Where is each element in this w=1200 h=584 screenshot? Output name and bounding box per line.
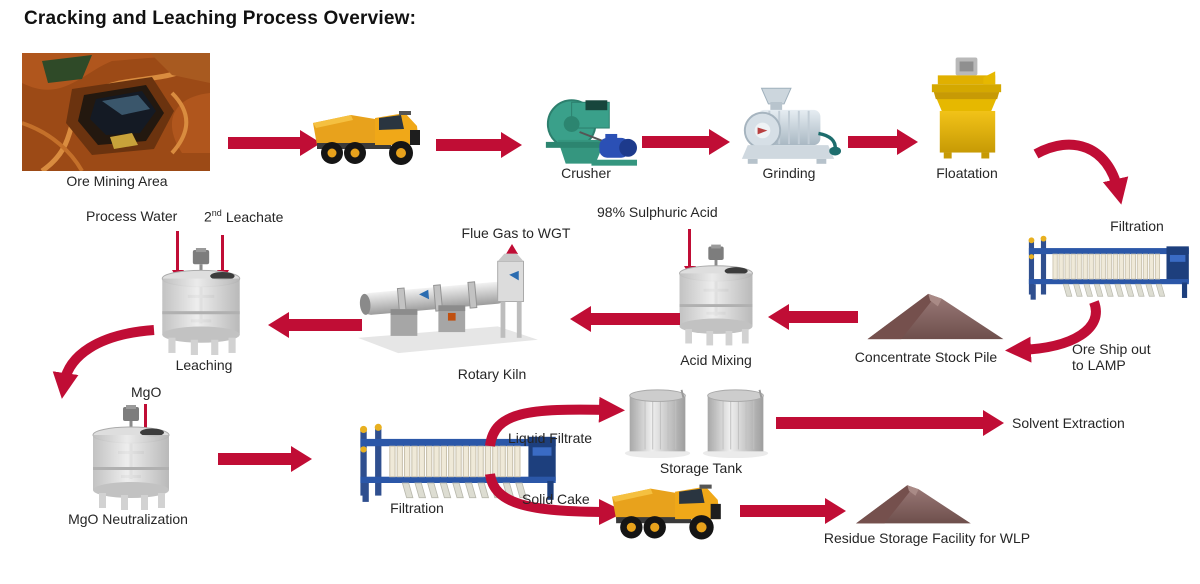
rotary-kiln-icon: [357, 253, 538, 354]
arrow-process-water-into-leaching: [176, 231, 179, 271]
arrow-truck-to-residue: [740, 498, 846, 524]
floatation-cell-icon: [931, 57, 1002, 159]
acid-mixing-label: Acid Mixing: [680, 352, 752, 368]
arrow-floatation-to-filtration: [1033, 139, 1129, 205]
residue-pile-icon: [856, 485, 971, 524]
ore-ship-label: Ore Ship out to LAMP: [1072, 341, 1151, 373]
ore-mining-label: Ore Mining Area: [66, 173, 168, 189]
leachate-num: 2: [204, 208, 212, 225]
rotary-kiln-label: Rotary Kiln: [457, 366, 527, 382]
grinding-mill-icon: [740, 86, 842, 166]
solid-cake-label: Solid Cake: [522, 491, 590, 507]
sulphuric-acid-label: 98% Sulphuric Acid: [597, 204, 718, 220]
floatation-label: Floatation: [936, 165, 998, 181]
arrow-solid-cake: [485, 472, 625, 525]
flue-gas-label: Flue Gas to WGT: [461, 225, 571, 241]
leaching-tank-icon: [161, 248, 241, 355]
filtration-bottom-label: Filtration: [390, 500, 444, 516]
residue-pile-label: Residue Storage Facility for WLP: [823, 530, 1031, 546]
arrow-sulphuric-into-acidmixing: [688, 229, 691, 267]
arrow-grinding-to-floatation: [848, 129, 918, 155]
mgo-label: MgO: [131, 384, 162, 400]
crusher-icon: [544, 99, 638, 167]
arrow-acidmixing-to-kiln: [570, 306, 680, 332]
arrow-leachate-into-leaching: [221, 235, 224, 271]
leachate-sup: nd: [211, 208, 222, 218]
leaching-label: Leaching: [175, 357, 233, 373]
haul-truck-icon: [313, 111, 420, 165]
concentrate-pile-label: Concentrate Stock Pile: [854, 349, 998, 365]
solvent-extraction-label: Solvent Extraction: [1012, 415, 1125, 431]
acid-mixing-tank-icon: [679, 244, 753, 346]
filtration-top-label: Filtration: [1110, 218, 1164, 234]
arrow-leaching-to-mgo: [52, 325, 155, 399]
arrow-mining-to-truck: [228, 130, 321, 156]
storage-tank-label: Storage Tank: [659, 460, 743, 476]
arrow-filtration-to-stockpile: [1005, 300, 1101, 363]
mgo-neutralization-label: MgO Neutralization: [68, 511, 188, 527]
mgo-neutralization-tank-icon: [92, 405, 170, 510]
crusher-label: Crusher: [561, 165, 611, 181]
grinding-label: Grinding: [762, 165, 816, 181]
arrow-truck-to-crusher: [436, 132, 522, 158]
arrow-storage-to-solvent: [776, 410, 1004, 436]
filter-press-top-icon: [1028, 235, 1190, 301]
page-title: Cracking and Leaching Process Overview:: [24, 8, 417, 29]
ore-ship-line2: to LAMP: [1072, 357, 1126, 374]
arrow-stockpile-to-acidmixing: [768, 304, 858, 330]
leachate-rest: Leachate: [225, 208, 284, 225]
arrow-crusher-to-grinding: [642, 129, 730, 155]
storage-tank-2-icon: [701, 388, 770, 460]
process-water-label: Process Water: [86, 208, 178, 224]
arrow-mgo-to-filtration: [218, 446, 312, 472]
ore-ship-line1: Ore Ship out: [1072, 341, 1151, 357]
arrow-mgo-into-tank: [144, 404, 147, 430]
concentrate-pile-icon: [867, 293, 1004, 340]
arrow-kiln-to-leaching: [268, 312, 362, 338]
liquid-filtrate-label: Liquid Filtrate: [508, 430, 593, 446]
residue-truck-icon: [612, 484, 721, 540]
ore-mining-image: [22, 53, 210, 171]
storage-tank-1-icon: [623, 388, 692, 460]
arrow-liquid-filtrate: [485, 396, 625, 447]
